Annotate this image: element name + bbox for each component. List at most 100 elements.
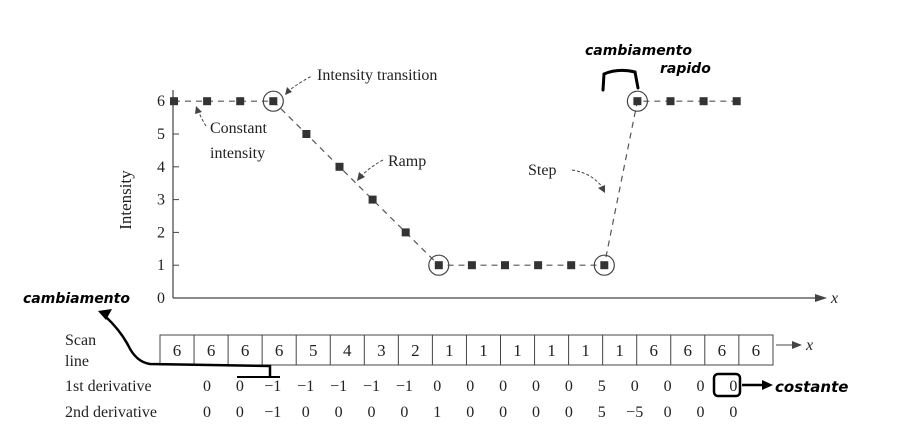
ramp-label: Ramp xyxy=(388,153,426,170)
scan-line-value: 6 xyxy=(241,341,250,360)
handwriting-box xyxy=(712,372,742,398)
second-derivative-value: 0 xyxy=(729,404,737,421)
first-derivative-value: −1 xyxy=(396,378,413,395)
handwriting-left: cambiamento xyxy=(23,291,280,378)
data-point xyxy=(501,261,509,270)
data-point xyxy=(699,97,708,106)
second-derivative-value: 0 xyxy=(236,404,244,421)
second-derivative-value: 5 xyxy=(598,404,606,421)
y-tick-label: 3 xyxy=(157,192,165,209)
first-derivative-value: 0 xyxy=(565,378,573,395)
data-point xyxy=(600,261,609,270)
data-point xyxy=(302,130,311,138)
step-label: Step xyxy=(528,162,556,179)
data-point xyxy=(401,228,410,237)
data-point xyxy=(666,97,675,106)
data-point xyxy=(203,97,212,106)
handwriting-bracket xyxy=(601,68,640,92)
first-derivative-value: −1 xyxy=(363,378,380,395)
y-tick-label: 0 xyxy=(157,290,165,307)
data-point xyxy=(434,261,443,270)
series-line xyxy=(174,100,737,266)
first-derivative-value: 0 xyxy=(466,378,474,395)
second-derivative-value: 0 xyxy=(499,404,507,421)
data-point xyxy=(170,97,178,106)
y-axis-label: Intensity xyxy=(116,170,135,230)
y-tick-label: 4 xyxy=(157,159,165,176)
data-point xyxy=(269,97,278,106)
scan-line-value: 1 xyxy=(479,341,488,360)
second-derivative-value: 0 xyxy=(302,404,310,421)
scan-line-value: 5 xyxy=(309,341,318,360)
circled-point xyxy=(428,254,450,276)
scan-line-value: 6 xyxy=(275,341,284,360)
scan-line-value: 6 xyxy=(684,341,693,360)
handwriting-cambiamento-top: cambiamento xyxy=(585,43,692,59)
handwriting-cambiamento-left: cambiamento xyxy=(23,291,130,307)
intensity-label: intensity xyxy=(210,145,265,162)
circled-point xyxy=(262,90,284,112)
first-derivative-value: 5 xyxy=(598,378,606,395)
scan-line-value: 1 xyxy=(547,341,556,360)
constant-label: Constant xyxy=(210,120,267,137)
first-derivative-value: 0 xyxy=(499,378,507,395)
second-derivative-value: 0 xyxy=(335,404,343,421)
handwriting-arrow-left xyxy=(103,314,272,378)
second-derivative-value: 0 xyxy=(466,404,474,421)
scan-line-value: 4 xyxy=(343,341,352,360)
data-point xyxy=(534,261,543,270)
scan-label-2: line xyxy=(65,353,89,370)
annotation-constant-intensity: Constant intensity xyxy=(195,106,267,162)
data-point xyxy=(567,261,576,270)
second-derivative-value: 0 xyxy=(203,404,211,421)
y-tick-label: 2 xyxy=(157,224,165,241)
second-derivative-value: 0 xyxy=(368,404,376,421)
scan-line-value: 6 xyxy=(752,341,761,360)
scan-line-value: 1 xyxy=(513,341,522,360)
first-derivative-value: 0 xyxy=(532,378,540,395)
handwriting-right: costante xyxy=(712,372,848,398)
first-derivative-value: 0 xyxy=(664,378,672,395)
second-derivative-value: 0 xyxy=(664,404,672,421)
annotation-intensity-transition: Intensity transition xyxy=(285,67,437,95)
first-derivative-value: −1 xyxy=(264,378,281,395)
first-derivative-value: 0 xyxy=(729,378,737,395)
second-derivative-value: −5 xyxy=(626,404,643,421)
second-derivative-value: 0 xyxy=(697,404,705,421)
first-derivative-value: 0 xyxy=(697,378,705,395)
data-point xyxy=(236,97,245,106)
y-tick-label: 1 xyxy=(157,257,165,274)
handwriting-rapido: rapido xyxy=(660,61,711,77)
second-derivative-value: 0 xyxy=(565,404,573,421)
scan-line-value: 3 xyxy=(377,341,386,360)
first-derivative-value: 0 xyxy=(631,378,639,395)
intensity-series xyxy=(170,90,741,276)
scan-line-value: 2 xyxy=(411,341,420,360)
scan-line-value: 6 xyxy=(718,341,727,360)
first-derivative-value: 0 xyxy=(203,378,211,395)
circled-point xyxy=(593,254,615,276)
first-derivative-value: 0 xyxy=(433,378,441,395)
y-tick-label: 6 xyxy=(157,93,165,110)
second-derivative-value: 1 xyxy=(433,404,441,421)
data-point xyxy=(633,97,642,106)
scan-line-value: 1 xyxy=(445,341,454,360)
scan-line-value: 1 xyxy=(581,341,590,360)
annotation-step: Step xyxy=(528,162,605,193)
data-point xyxy=(467,261,476,270)
first-derivative-label: 1st derivative xyxy=(65,378,152,395)
data-point xyxy=(732,97,741,106)
handwriting-costante: costante xyxy=(775,378,848,396)
x-axis: x xyxy=(173,290,838,307)
scan-line-value: 6 xyxy=(173,341,182,360)
data-point xyxy=(368,195,377,204)
handwriting-top-right: cambiamento rapido xyxy=(585,43,711,92)
scan-line-value: 1 xyxy=(615,341,624,360)
